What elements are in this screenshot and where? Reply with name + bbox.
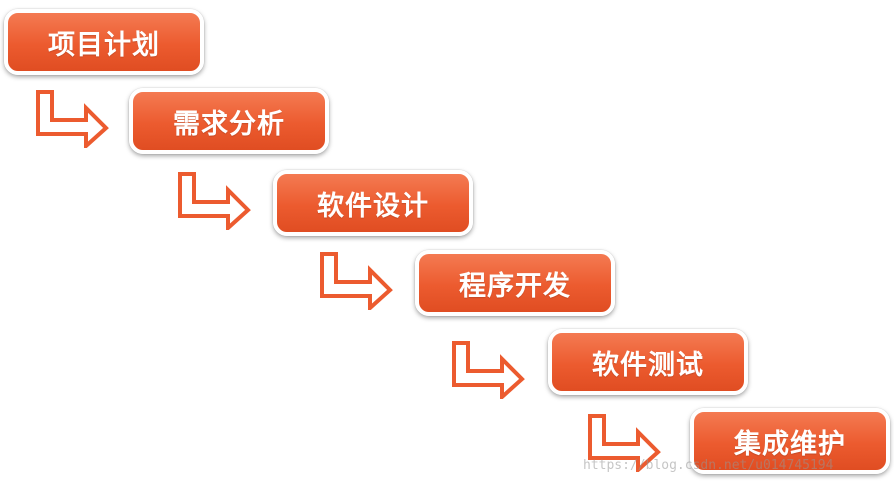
elbow-arrow-icon	[320, 252, 393, 310]
elbow-arrow-icon	[178, 172, 251, 230]
watermark-url: https://blog.csdn.net/u014745194	[583, 458, 834, 473]
step-integration-maintenance: 集成维护	[690, 408, 890, 474]
elbow-arrow-icon	[588, 414, 661, 472]
step-requirements-analysis: 需求分析	[129, 88, 329, 154]
step-software-design: 软件设计	[273, 170, 473, 236]
step-project-plan: 项目计划	[4, 9, 204, 75]
elbow-arrow-icon	[452, 341, 525, 399]
elbow-arrow-icon	[36, 90, 109, 148]
step-program-development: 程序开发	[415, 250, 615, 316]
step-software-testing: 软件测试	[548, 329, 748, 395]
